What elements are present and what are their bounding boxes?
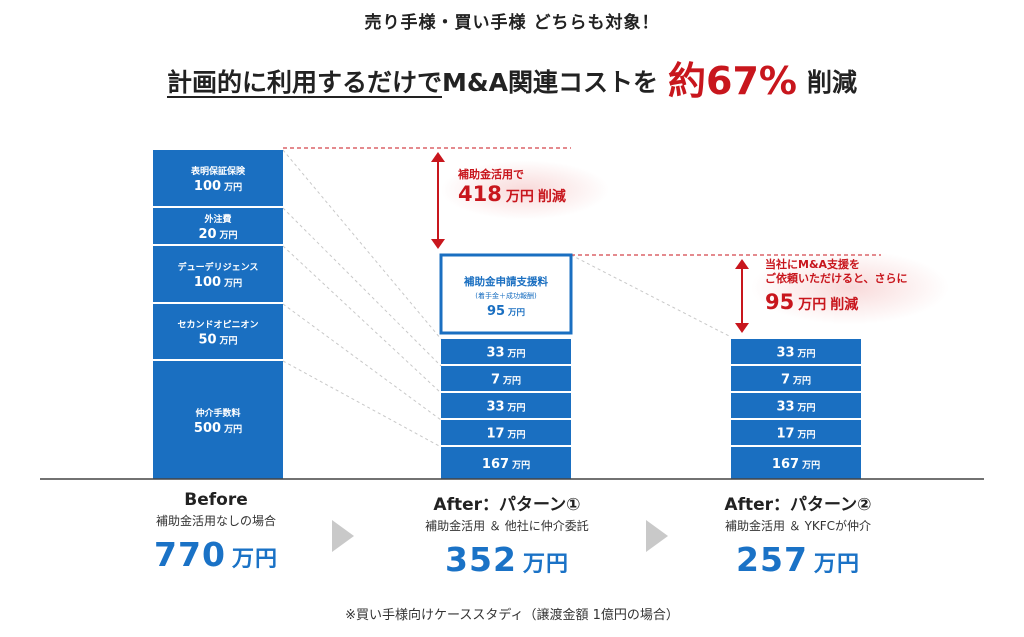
connector-line — [282, 360, 442, 448]
segment-label: 外注費 — [203, 213, 231, 225]
caption-after-2-subtitle: 補助金活用 ＆ YKFCが仲介 — [724, 519, 872, 533]
bar-segment — [441, 420, 571, 445]
bar-segment — [153, 150, 283, 206]
segment-unit: 万円 — [511, 460, 530, 471]
headline-mid: M&A関連コストを — [442, 68, 659, 97]
footnote: ※買い手様向けケーススタディ（譲渡金額 1億円の場合） — [345, 608, 679, 623]
segment-sublabel: (着手金＋成功報酬) — [475, 291, 537, 300]
caption-before-total-value: 770 — [154, 535, 226, 574]
reduction-1-suffix: 削減 — [537, 189, 566, 205]
bar-segment — [153, 361, 283, 479]
bar-segment — [153, 208, 283, 244]
segment-unit: 万円 — [219, 336, 238, 347]
bar-segment — [153, 246, 283, 302]
headline-highlight: 約67% — [668, 59, 797, 103]
reduction-1-number: 418 — [458, 182, 502, 206]
bar-segment — [441, 366, 571, 391]
bar-segment — [441, 339, 571, 364]
segment-label: 表明保証保険 — [190, 165, 246, 177]
headline-end: 削減 — [807, 68, 858, 97]
segment-label: 仲介手数料 — [195, 407, 240, 419]
reduction-2-glow — [750, 250, 950, 325]
reduction-1-note: 補助金活用で — [458, 168, 524, 181]
segment-unit: 万円 — [507, 403, 526, 414]
caption-after-1-title: After：パターン① — [433, 495, 581, 515]
segment-unit: 万円 — [507, 430, 526, 441]
connector-line — [282, 245, 442, 394]
bar-segment-outlined — [439, 253, 573, 335]
page-headline: 計画的に利用するだけでM&A関連コストを約67% 削減 — [0, 50, 1024, 105]
reduction-arrow-1-head-up — [431, 152, 445, 162]
reduction-2-number: 95 — [765, 290, 795, 314]
reduction-2-unit: 万円 — [798, 297, 827, 313]
segment-unit: 万円 — [797, 430, 816, 441]
caption-after-1-total-value: 352 — [445, 540, 517, 579]
segment-label: セカンドオピニオン — [177, 319, 258, 331]
segment-unit: 万円 — [223, 424, 242, 435]
segment-unit: 万円 — [801, 460, 820, 471]
reduction-2-note-2: ご依頼いただけると、さらに — [765, 272, 908, 285]
bar-segment — [153, 304, 283, 359]
segment-unit: 万円 — [507, 349, 526, 360]
segment-unit: 万円 — [219, 230, 238, 241]
reduction-arrow-2-head-down — [735, 323, 749, 333]
segment-unit: 万円 — [502, 376, 521, 387]
segment-unit: 万円 — [797, 349, 816, 360]
page-subtitle: 売り手様・買い手様 どちらも対象！ — [364, 13, 660, 33]
caption-after-1-subtitle: 補助金活用 ＆ 他社に仲介委託 — [425, 519, 589, 533]
bar-segment — [441, 393, 571, 418]
connector-line — [570, 254, 732, 338]
segment-label: 補助金申請支援料 — [463, 275, 548, 288]
caption-before-subtitle: 補助金活用なしの場合 — [155, 514, 276, 528]
connector-line — [282, 207, 442, 367]
connector-lines — [282, 147, 881, 448]
reduction-arrow-2-head-up — [735, 259, 749, 269]
arrow-right-icon — [646, 520, 668, 552]
reduction-arrow-1-head-down — [431, 239, 445, 249]
caption-after-1-total-unit: 万円 — [522, 552, 569, 577]
reduction-2-suffix: 削減 — [830, 297, 859, 313]
caption-before-title: Before — [184, 490, 248, 510]
segment-unit: 万円 — [223, 182, 242, 193]
segment-unit: 万円 — [507, 308, 525, 318]
caption-before-total-unit: 万円 — [231, 547, 278, 572]
bar-segment — [441, 447, 571, 479]
reduction-1-glow — [440, 160, 610, 220]
bar-segment — [731, 366, 861, 391]
headline-underlined: 計画的に利用するだけで — [166, 68, 442, 97]
arrow-right-icon — [332, 520, 354, 552]
bar-segment — [731, 339, 861, 364]
caption-after-2-total-unit: 万円 — [813, 552, 860, 577]
segment-label: デューデリジェンス — [178, 261, 259, 273]
caption-after-2-total-value: 257 — [736, 540, 808, 579]
connector-line — [282, 149, 442, 340]
bar-segment — [731, 420, 861, 445]
segment-unit: 万円 — [797, 403, 816, 414]
bar-segment — [731, 393, 861, 418]
connector-line — [282, 303, 442, 421]
reduction-1-unit: 万円 — [505, 189, 534, 205]
bar-segment — [731, 447, 861, 479]
reduction-2-note-1: 当社にM&A支援を — [765, 258, 861, 271]
segment-unit: 万円 — [792, 376, 811, 387]
caption-after-2-title: After：パターン② — [724, 495, 872, 515]
segment-unit: 万円 — [223, 278, 242, 289]
